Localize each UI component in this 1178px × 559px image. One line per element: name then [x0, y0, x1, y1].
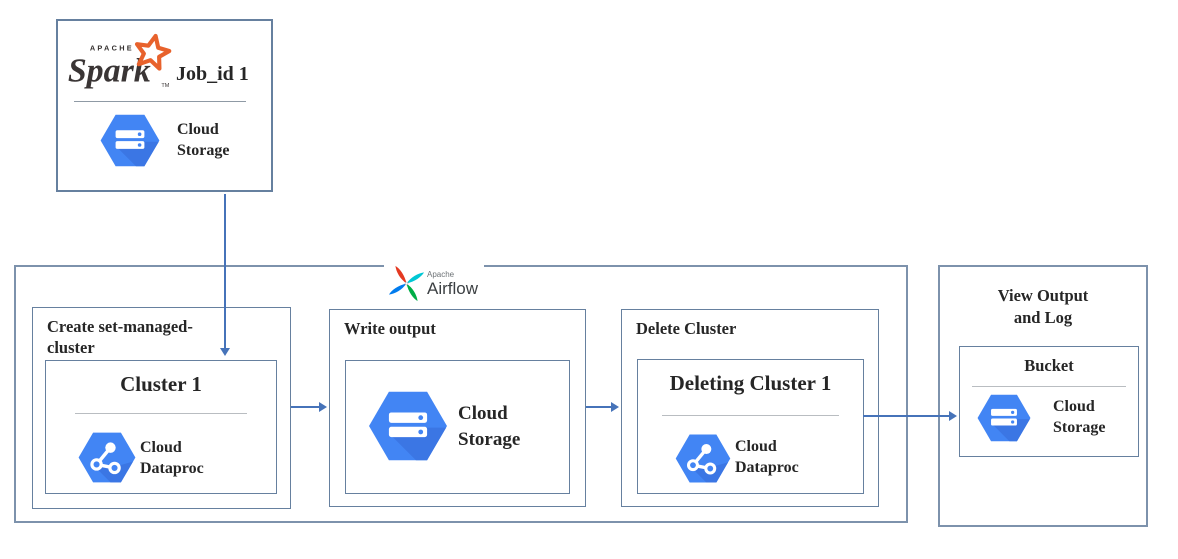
cloud-storage-label: Cloud Storage	[458, 403, 521, 450]
arrow-head-right-icon	[949, 411, 957, 421]
node-title: Deleting Cluster 1	[669, 371, 832, 395]
divider	[75, 413, 247, 414]
divider	[74, 101, 246, 102]
airflow-name-label: Airflow	[427, 278, 479, 298]
bucket-node-box: Bucket Cloud Storage	[959, 346, 1139, 457]
cloud-storage-icon	[977, 394, 1031, 442]
airflow-container-box: Apache Airflow Create set-managed-cluste…	[14, 264, 908, 523]
apache-airflow-logo: Apache Airflow	[384, 264, 485, 304]
arrow-spark-to-cluster	[224, 194, 226, 348]
cloud-storage-icon	[100, 114, 160, 167]
divider	[972, 386, 1126, 387]
cloud-dataproc-icon	[78, 432, 136, 483]
cloud-dataproc-label: Cloud Dataproc	[735, 438, 799, 476]
step-label: Write output	[344, 319, 436, 338]
cloud-storage-label: Cloud Storage	[1053, 398, 1106, 436]
view-output-label: View Output and Log	[997, 286, 1089, 328]
job-id-label: Job_id 1	[176, 63, 249, 85]
arrow-head-right-icon	[611, 402, 619, 412]
apache-spark-logo-icon: APACHE Spark TM	[68, 33, 172, 89]
spark-job-box: APACHE Spark TM Job_id 1 Cloud Storage	[56, 19, 273, 192]
airflow-pinwheel-icon	[388, 265, 425, 302]
step-write-output-box: Write output Cloud Storage	[329, 309, 586, 507]
view-output-box: View Output and Log Bucket Cloud Storage	[938, 265, 1148, 527]
step-create-cluster-box: Create set-managed-cluster Cluster 1 Clo…	[32, 307, 291, 509]
arrow-write-to-delete	[586, 406, 613, 408]
step-label: Delete Cluster	[636, 319, 737, 338]
step-label: Create set-managed-cluster	[47, 317, 193, 358]
arrow-delete-to-bucket	[863, 415, 951, 417]
cloud-dataproc-label: Cloud Dataproc	[140, 439, 204, 477]
arrow-head-down-icon	[220, 348, 230, 356]
arrow-create-to-write	[291, 406, 321, 408]
svg-text:TM: TM	[161, 83, 169, 89]
svg-text:APACHE: APACHE	[90, 43, 134, 52]
divider	[662, 415, 839, 416]
cloud-dataproc-icon	[675, 434, 731, 483]
step-delete-cluster-box: Delete Cluster Deleting Cluster 1 Cloud …	[621, 309, 879, 507]
cloud-storage-icon	[369, 391, 447, 461]
node-title: Cluster 1	[120, 372, 202, 396]
airflow-apache-label: Apache	[427, 269, 455, 279]
node-title: Bucket	[1024, 356, 1074, 375]
arrow-head-right-icon	[319, 402, 327, 412]
deleting-cluster-node-box: Deleting Cluster 1 Cloud Dataproc	[637, 359, 864, 494]
svg-text:Spark: Spark	[68, 52, 151, 89]
spark-star-icon	[134, 33, 172, 71]
storage-node-box: Cloud Storage	[345, 360, 570, 494]
cluster-node-box: Cluster 1 Cloud Dataproc	[45, 360, 277, 494]
cloud-storage-label: Cloud Storage	[177, 121, 230, 159]
